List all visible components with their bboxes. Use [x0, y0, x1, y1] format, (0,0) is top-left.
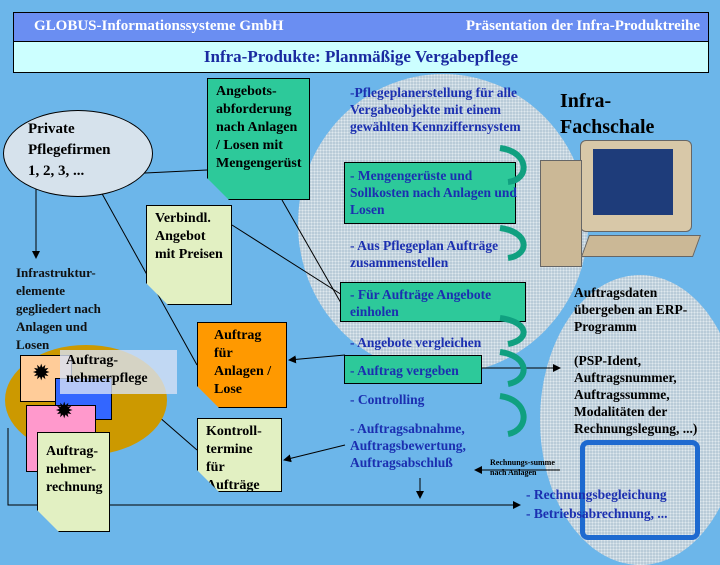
step-2: - Mengengerüste und Sollkosten nach Anla… [350, 168, 517, 217]
computer-monitor-icon [580, 140, 692, 232]
fachschale-title: Infra- Fachschale [560, 88, 654, 140]
private-line3: 1, 2, 3, ... [28, 163, 85, 179]
keyboard-icon [580, 235, 702, 257]
auftragnehmerpflege-label: Auftrag-nehmerpflege [60, 350, 177, 394]
fachschale-line2: Fachschale [560, 116, 655, 138]
step-1: -Pflegeplanerstellung für alle Vergabeob… [350, 85, 521, 134]
step-6: - Auftrag vergeben [350, 363, 459, 378]
header-bar: GLOBUS-Informationssysteme GmbH Präsenta… [13, 12, 709, 42]
step-3: - Aus Pflegeplan Aufträge zusammenstelle… [350, 238, 499, 270]
kontrolltermine-text: Kontroll-termine für Aufträge [206, 424, 262, 493]
private-line2: Pflegefirmen [28, 142, 111, 158]
auftrag-anlagen-note: Auftrag für Anlagen / Lose [197, 322, 287, 408]
auftrag-anlagen-text: Auftrag für Anlagen / Lose [214, 328, 272, 397]
process-ellipse [298, 74, 588, 374]
erp-step-1: - Rechnungsbegleichung [526, 487, 667, 502]
step-8: - Auftragsabnahme, Auftragsbewertung, Au… [350, 421, 466, 470]
auftragnehmerrechnung-note: Auftrag-nehmer-rechnung [37, 432, 110, 532]
fachschale-line1: Infra- [560, 90, 612, 112]
erp-details: (PSP-Ident, Auftragsnummer, Auftragssumm… [574, 353, 698, 436]
star-icon: ✹ [55, 398, 74, 423]
verbindl-text: Verbindl. Angebot mit Preisen [155, 211, 223, 262]
step-box [344, 162, 516, 224]
slide-title: Infra-Produkte: Planmäßige Vergabepflege [13, 41, 709, 73]
infra-elemente-text: Infrastruktur-elemente gegliedert nach A… [16, 265, 101, 352]
verbindl-note: Verbindl. Angebot mit Preisen [146, 205, 232, 305]
computer-tower-icon [540, 160, 582, 267]
flow-arrows [499, 145, 527, 437]
erp-step-2: - Betriebsabrechnung, ... [526, 506, 668, 521]
rechnungssumme-label: Rechnungs-summe nach Anlagen [490, 458, 555, 477]
presentation-title: Präsentation der Infra-Produktreihe [465, 18, 700, 34]
step-5: - Angebote vergleichen [350, 335, 482, 350]
kontrolltermine-note: Kontroll-termine für Aufträge [197, 418, 282, 492]
step-box [340, 282, 526, 322]
private-firms-ellipse: Private Pflegefirmen 1, 2, 3, ... [3, 110, 153, 197]
erp-ellipse [540, 275, 720, 565]
private-line1: Private [28, 121, 75, 137]
angebots-note: Angebots-abforderung nach Anlagen / Lose… [207, 78, 310, 200]
erp-intro: Auftragsdaten übergeben an ERP-Programm [574, 285, 688, 334]
star-icon: ✹ [32, 360, 51, 385]
company-name: GLOBUS-Informationssysteme GmbH [34, 18, 284, 34]
auftragnehmerrechnung-text: Auftrag-nehmer-rechnung [46, 444, 103, 495]
angebots-text: Angebots-abforderung nach Anlagen / Lose… [216, 84, 302, 171]
computer-icon [580, 440, 700, 540]
step-7: - Controlling [350, 392, 425, 407]
step-box [344, 355, 482, 384]
step-4: - Für Aufträge Angebote einholen [350, 287, 492, 319]
